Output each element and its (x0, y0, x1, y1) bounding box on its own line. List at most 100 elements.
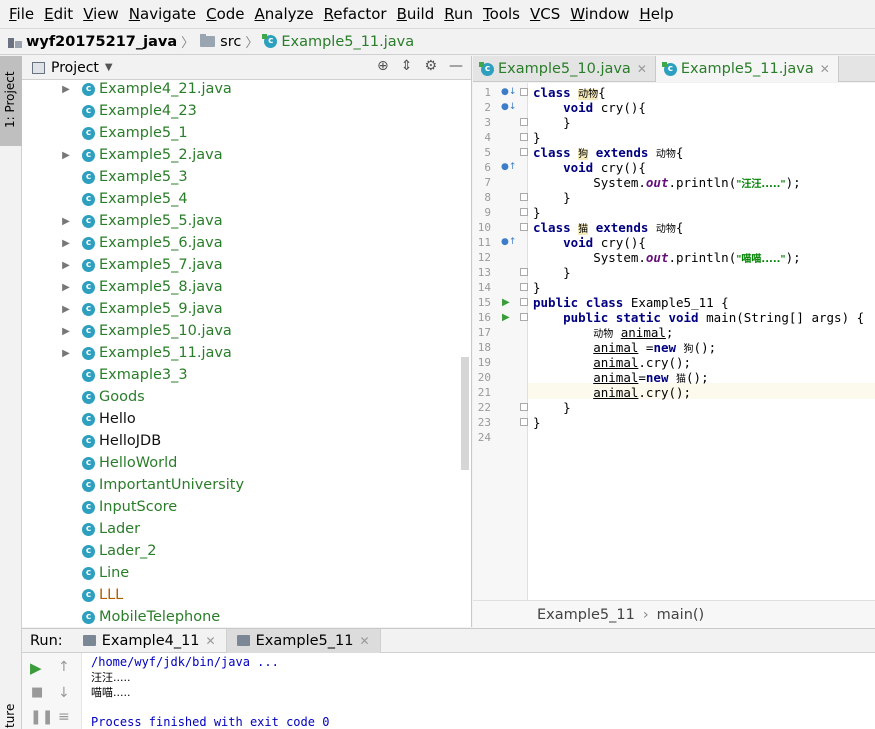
menu-item-vcs[interactable]: VCS (529, 5, 561, 23)
rerun-icon[interactable]: ▶ (30, 659, 42, 677)
close-icon[interactable]: ✕ (359, 633, 370, 648)
expand-arrow-icon[interactable]: ▶ (62, 215, 70, 227)
close-icon[interactable]: ✕ (205, 633, 216, 648)
tree-item-label: Example5_6.java (99, 235, 223, 251)
menu-item-window[interactable]: Window (570, 5, 630, 23)
fold-marker-icon[interactable] (520, 268, 528, 276)
expand-arrow-icon[interactable]: ▶ (62, 281, 70, 293)
expand-arrow-icon[interactable]: ▶ (62, 303, 70, 315)
down-arrow-icon[interactable]: ↓ (58, 685, 70, 701)
expand-arrow-icon[interactable]: ▶ (62, 237, 70, 249)
structure-tool-tab[interactable]: ture (3, 703, 17, 728)
expand-arrow-icon[interactable]: ▶ (62, 325, 70, 337)
menu-item-build[interactable]: Build (396, 5, 435, 23)
project-panel-title[interactable]: Project (51, 59, 99, 76)
run-tab[interactable]: Example5_11✕ (226, 628, 381, 653)
console-output[interactable]: /home/wyf/jdk/bin/java ... 汪汪..... 喵喵...… (91, 655, 329, 729)
hide-icon[interactable]: — (449, 58, 463, 74)
close-icon[interactable]: ✕ (819, 62, 830, 76)
project-tool-tab[interactable]: 1: Project (0, 56, 22, 146)
expand-arrow-icon[interactable]: ▶ (62, 347, 70, 359)
overridden-method-icon[interactable]: ●↓ (501, 87, 517, 97)
collapse-all-icon[interactable]: ⇕ (400, 58, 413, 74)
soft-wrap-icon[interactable]: ≡ (58, 709, 70, 725)
fold-marker-icon[interactable] (520, 313, 528, 321)
fold-marker-icon[interactable] (520, 298, 528, 306)
run-tab[interactable]: Example4_11✕ (73, 628, 227, 653)
menu-item-view[interactable]: View (83, 5, 119, 23)
expand-arrow-icon[interactable]: ▶ (62, 149, 70, 161)
breadcrumb-folder[interactable]: src 〉 (200, 32, 264, 51)
close-icon[interactable]: ✕ (636, 62, 647, 76)
breadcrumb-project[interactable]: wyf20175217_java 〉 (8, 32, 200, 51)
menu-item-refactor[interactable]: Refactor (323, 5, 387, 23)
menu-item-help[interactable]: Help (639, 5, 674, 23)
fold-marker-icon[interactable] (520, 208, 528, 216)
fold-marker-icon[interactable] (520, 88, 528, 96)
expand-arrow-icon[interactable]: ▶ (62, 259, 70, 271)
fold-marker-icon[interactable] (520, 133, 528, 141)
expand-arrow-icon[interactable]: ▶ (62, 83, 70, 95)
fold-marker-icon[interactable] (520, 193, 528, 201)
breadcrumb-file[interactable]: c Example5_11.java (262, 34, 414, 50)
menu-item-edit[interactable]: Edit (44, 5, 74, 23)
menu-item-run[interactable]: Run (444, 5, 474, 23)
menu-item-analyze[interactable]: Analyze (254, 5, 314, 23)
fold-marker-icon[interactable] (520, 403, 528, 411)
editor-breadcrumb-method[interactable]: main() (656, 606, 705, 623)
stop-icon[interactable]: ■ (31, 685, 44, 700)
fold-marker-icon[interactable] (520, 148, 528, 156)
pause-icon[interactable]: ❚❚ (30, 709, 54, 725)
overriding-method-icon[interactable]: ●↑ (501, 237, 517, 247)
editor-breadcrumb-class[interactable]: Example5_11 (537, 606, 635, 623)
tree-item-label: Example5_2.java (99, 147, 223, 163)
menu-item-code[interactable]: Code (206, 5, 245, 23)
overriding-method-icon[interactable]: ●↑ (501, 162, 517, 172)
gear-icon[interactable]: ⚙ (424, 58, 437, 74)
menu-item-tools[interactable]: Tools (483, 5, 520, 23)
run-gutter-icon[interactable]: ▶ (502, 297, 510, 308)
overridden-method-icon[interactable]: ●↓ (501, 102, 517, 112)
chevron-down-icon[interactable]: ▼ (104, 62, 113, 73)
up-arrow-icon[interactable]: ↑ (58, 659, 70, 675)
project-scrollbar[interactable] (461, 357, 469, 470)
fold-marker-icon[interactable] (520, 283, 528, 291)
fold-marker-icon[interactable] (520, 223, 528, 231)
fold-marker-icon[interactable] (520, 118, 528, 126)
menu-item-navigate[interactable]: Navigate (128, 5, 197, 23)
menu-item-file[interactable]: File (9, 5, 35, 23)
line-number: 12 (477, 251, 491, 264)
java-class-icon: c (82, 544, 95, 558)
fold-marker-icon[interactable] (520, 418, 528, 426)
run-gutter-icon[interactable]: ▶ (502, 312, 510, 323)
locate-icon[interactable]: ⊕ (376, 58, 389, 74)
